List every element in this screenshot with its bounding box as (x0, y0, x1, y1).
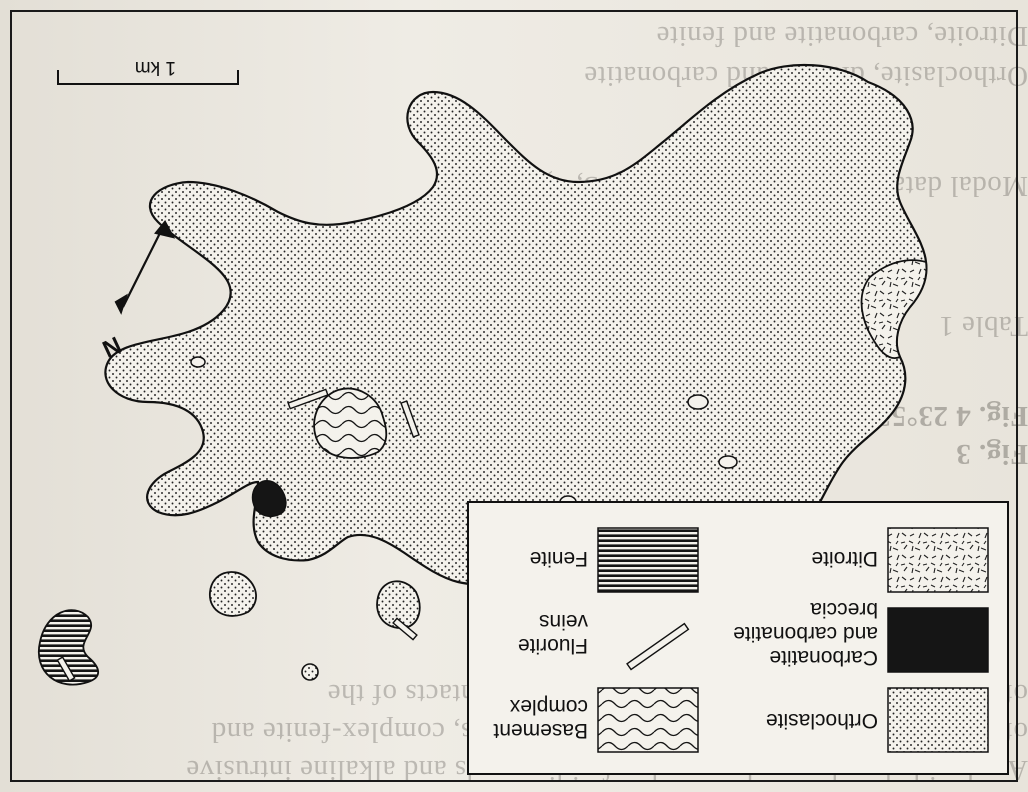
orthoclasite-main-body (104, 63, 928, 586)
legend-label-orthoclasite: Orthoclasite (765, 709, 878, 732)
orthoclasite-satellite (301, 663, 319, 681)
legend-swatch-ditroite (887, 527, 989, 593)
orthoclasite-satellite (376, 580, 421, 629)
ditroite-zone (860, 259, 928, 359)
basement-complex-zone (313, 387, 388, 459)
legend-label-basement: Basement complex (493, 695, 588, 742)
legend-label-fenite: Fenite (529, 547, 588, 570)
fenite-satellite (37, 609, 100, 686)
scale-bar-label: 1 km (134, 57, 176, 78)
legend-label-fluorite: Fluorite veins (517, 610, 588, 657)
scale-bar (57, 70, 239, 85)
north-arrow (114, 220, 176, 315)
orthoclasite-satellite (209, 571, 257, 617)
geological-map (37, 63, 1009, 775)
carbonatite-body (251, 480, 287, 518)
legend-swatch-fenite (597, 527, 699, 593)
legend-swatch-carbonatite (887, 607, 989, 673)
legend-swatch-fluorite (626, 622, 690, 671)
small-inclusions (190, 356, 738, 509)
legend-label-carbonatite: Carbonatite and carbonatite breccia (733, 598, 878, 669)
fluorite-veins (56, 388, 420, 682)
legend-swatch-orthoclasite (887, 687, 989, 753)
legend-swatch-basement (597, 687, 699, 753)
legend-label-ditroite: Ditroite (811, 547, 878, 570)
legend-box (467, 501, 1009, 775)
